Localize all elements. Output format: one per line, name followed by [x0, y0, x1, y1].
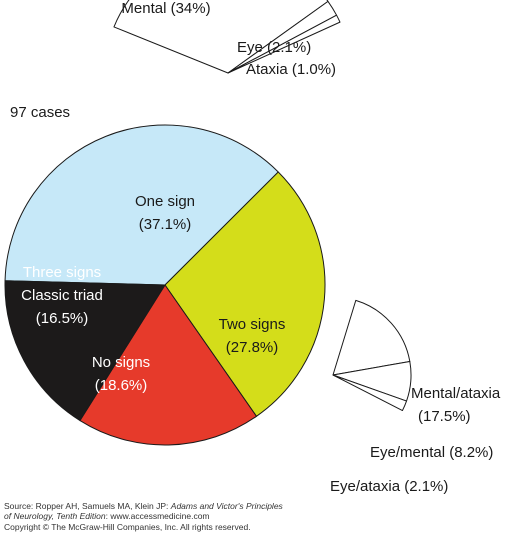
wedge-label-eye: Eye (2.1%) — [237, 39, 311, 56]
one-sign-breakdown-pie — [113, 0, 341, 74]
slice-pct-one-sign: (37.1%) — [139, 216, 192, 233]
wedge-label-mental: Mental (34%) — [121, 0, 210, 17]
wedge-eye-ataxia — [332, 374, 408, 412]
slice-one-sign — [4, 124, 279, 286]
copyright-line: Copyright © The McGraw-Hill Companies, I… — [4, 522, 251, 532]
wedge-label-eye-mental: Eye/mental (8.2%) — [370, 444, 493, 461]
total-cases-label: 97 cases — [10, 104, 70, 121]
slice-no-signs — [79, 284, 257, 446]
slice-pct-no-signs: (18.6%) — [95, 377, 148, 394]
source-line-1: Source: Ropper AH, Samuels MA, Klein JP:… — [4, 501, 283, 521]
slice-pct-two-signs: (27.8%) — [226, 339, 279, 356]
slice-label-no-signs: No signs — [92, 354, 150, 371]
slice-three-signs-classic-triad — [4, 280, 166, 422]
wedge-ataxia — [227, 14, 341, 74]
wedge-label-eye-ataxia: Eye/ataxia (2.1%) — [330, 478, 448, 495]
wedge-label-mental-ataxia: Mental/ataxia — [411, 385, 501, 402]
wedge-label-ataxia: Ataxia (1.0%) — [246, 61, 336, 78]
two-signs-breakdown-pie — [332, 299, 412, 412]
wedge-pct-mental-ataxia: (17.5%) — [418, 408, 471, 425]
slice-label-classic-triad: Classic triad — [21, 287, 103, 304]
source-suffix: : www.accessmedicine.com — [105, 511, 210, 521]
slice-label-two-signs: Two signs — [219, 316, 286, 333]
main-pie — [4, 124, 326, 446]
slice-label-one-sign: One sign — [135, 193, 195, 210]
wedge-mental — [113, 0, 329, 74]
wedge-mental-ataxia — [332, 299, 411, 376]
slice-two-signs — [164, 171, 326, 417]
slice-pct-three-signs: (16.5%) — [36, 310, 89, 327]
source-prefix: Source: Ropper AH, Samuels MA, Klein JP: — [4, 501, 171, 511]
slice-label-three-signs: Three signs — [23, 264, 101, 281]
